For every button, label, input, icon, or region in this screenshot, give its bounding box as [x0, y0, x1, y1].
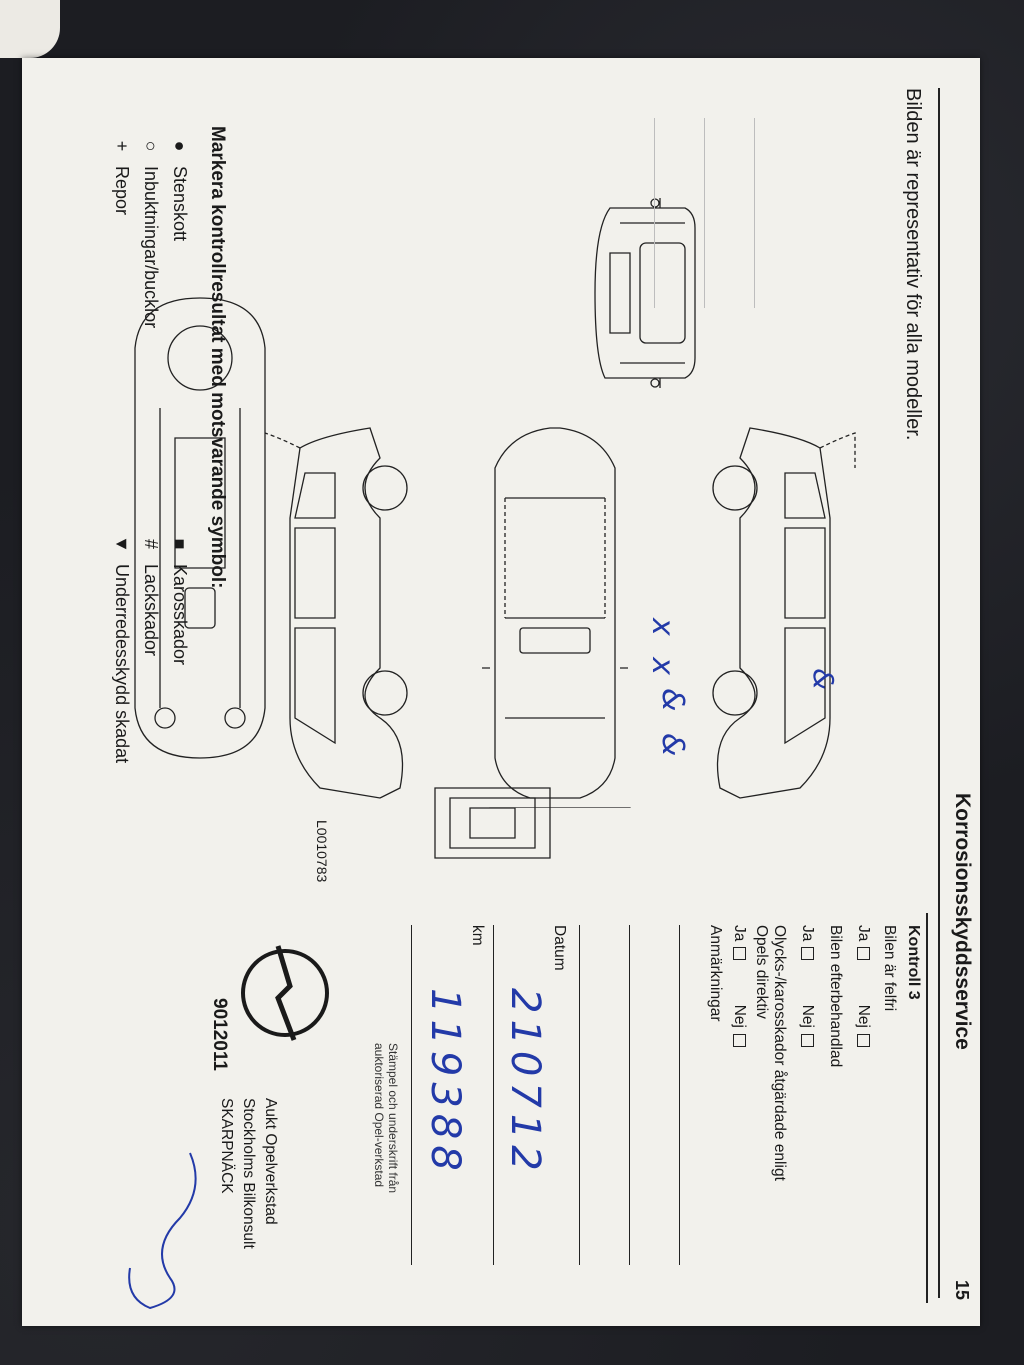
- legend-item-repor: + Repor: [111, 136, 132, 328]
- km-value[interactable]: 119388: [422, 988, 468, 1177]
- car-rear-diagram: [425, 778, 555, 868]
- q3-nej-checkbox[interactable]: [732, 1033, 746, 1047]
- q2-ja-label: Ja: [799, 925, 816, 942]
- down-triangle-icon: ▼: [112, 535, 132, 553]
- q2-nej-checkbox[interactable]: [800, 1033, 814, 1047]
- intro-text: Bilden är representativ för alla modelle…: [902, 88, 924, 441]
- q3-ja-checkbox[interactable]: [732, 947, 746, 961]
- q3-nej-label: Nej: [731, 1004, 748, 1028]
- q1-label: Bilen är felfri: [881, 925, 898, 1012]
- q1-ja-checkbox[interactable]: [856, 947, 870, 961]
- remarks-line: [629, 925, 630, 1265]
- legend-item-lackskador: # Lackskador: [140, 534, 161, 763]
- km-line: [411, 925, 412, 1265]
- hash-icon: #: [141, 538, 161, 549]
- kontroll-title: Kontroll 3: [905, 925, 922, 1000]
- car-underbody-diagram: [120, 288, 280, 768]
- legend-column-1: ● Stenskott ○ Inbuktningar/bucklor + Rep…: [111, 136, 190, 329]
- q3-options: Ja Nej: [730, 925, 748, 1047]
- legend-column-2: ■ Karosskador # Lackskador ▼ Underredess…: [111, 534, 190, 763]
- q3-ja-label: Ja: [731, 925, 748, 942]
- car-top-view: [482, 428, 628, 798]
- remarks-line: [579, 925, 580, 1265]
- km-label: km: [469, 925, 486, 946]
- legend-label: Stenskott: [170, 166, 190, 242]
- ruled-line: [654, 118, 655, 308]
- legend-label: Repor: [112, 166, 132, 216]
- ruled-line: [754, 118, 755, 308]
- stamp-line2: Stockholms Bilkonsult: [240, 1098, 257, 1249]
- q2-label: Bilen efterbehandlad: [827, 925, 844, 1068]
- stamp-line1: Aukt Opelverkstad: [262, 1098, 279, 1225]
- legend-label: Inbuktningar/bucklor: [141, 166, 161, 329]
- stamp-line3: SKARPNÄCK: [218, 1098, 235, 1194]
- stamp-code: 9012011: [209, 998, 230, 1071]
- legend-label: Karosskador: [170, 564, 190, 666]
- service-book-page: Korrosionsskyddsservice 15 Bilden är rep…: [22, 58, 980, 1326]
- q1-nej-label: Nej: [855, 1004, 872, 1028]
- legend-heading: Markera kontrollresultat med motsvarande…: [207, 126, 228, 589]
- page-content: Korrosionsskyddsservice 15 Bilden är rep…: [22, 58, 980, 1326]
- datum-value[interactable]: 210712: [502, 988, 548, 1177]
- legend-label: Underredesskydd skadat: [112, 564, 132, 764]
- q2-options: Ja Nej: [798, 925, 816, 1047]
- q3-label-line2: Opels direktiv: [753, 925, 770, 1019]
- filled-square-icon: ■: [170, 538, 190, 550]
- previous-page-corner: [0, 0, 60, 58]
- q2-ja-checkbox[interactable]: [800, 947, 814, 961]
- remarks-line: [679, 925, 680, 1265]
- q1-ja-label: Ja: [855, 925, 872, 942]
- opel-logo-icon: [230, 938, 340, 1048]
- car-side-view-left: [265, 428, 407, 798]
- diagram-reference-code: L0010783: [314, 820, 330, 883]
- q1-nej-checkbox[interactable]: [856, 1033, 870, 1047]
- remarks-label: Anmärkningar: [707, 925, 724, 1022]
- legend-item-inbuktningar: ○ Inbuktningar/bucklor: [140, 136, 161, 329]
- legend-item-karosskador: ■ Karosskador: [169, 534, 190, 763]
- datum-line: [493, 925, 494, 1265]
- plus-icon: +: [112, 140, 132, 152]
- diagram-mark-x: x x: [645, 618, 680, 682]
- q1-options: Ja Nej: [854, 925, 872, 1047]
- header-rule: [938, 88, 940, 1298]
- page-title: Korrosionsskyddsservice: [951, 793, 974, 1050]
- filled-circle-icon: ●: [170, 140, 190, 152]
- open-circle-icon: ○: [141, 140, 161, 152]
- car-damage-diagram: [260, 198, 860, 808]
- ruled-line: [704, 118, 705, 308]
- legend-item-underredesskydd: ▼ Underredesskydd skadat: [111, 534, 132, 763]
- car-underbody-view: [420, 438, 470, 798]
- q3-label-line1: Olycks-/karosskador åtgärdade enligt: [771, 925, 788, 1181]
- q2-nej-label: Nej: [799, 1004, 816, 1028]
- signature-scribble: [120, 1148, 210, 1318]
- stamp-note-line2: auktoriserad Opel-verkstad: [372, 1043, 386, 1188]
- car-side-view-right: [713, 428, 855, 798]
- car-front-view: [595, 198, 695, 388]
- page-number: 15: [952, 1280, 972, 1301]
- diagram-mark-and: & &: [655, 688, 690, 763]
- diagram-mark-side: &: [807, 668, 840, 696]
- datum-label: Datum: [551, 925, 568, 971]
- legend-label: Lackskador: [141, 564, 161, 657]
- stamp-note-line1: Stämpel och underskrift från: [386, 1043, 400, 1194]
- legend-item-stenskott: ● Stenskott: [169, 136, 190, 328]
- kontroll-rule: [926, 913, 928, 1303]
